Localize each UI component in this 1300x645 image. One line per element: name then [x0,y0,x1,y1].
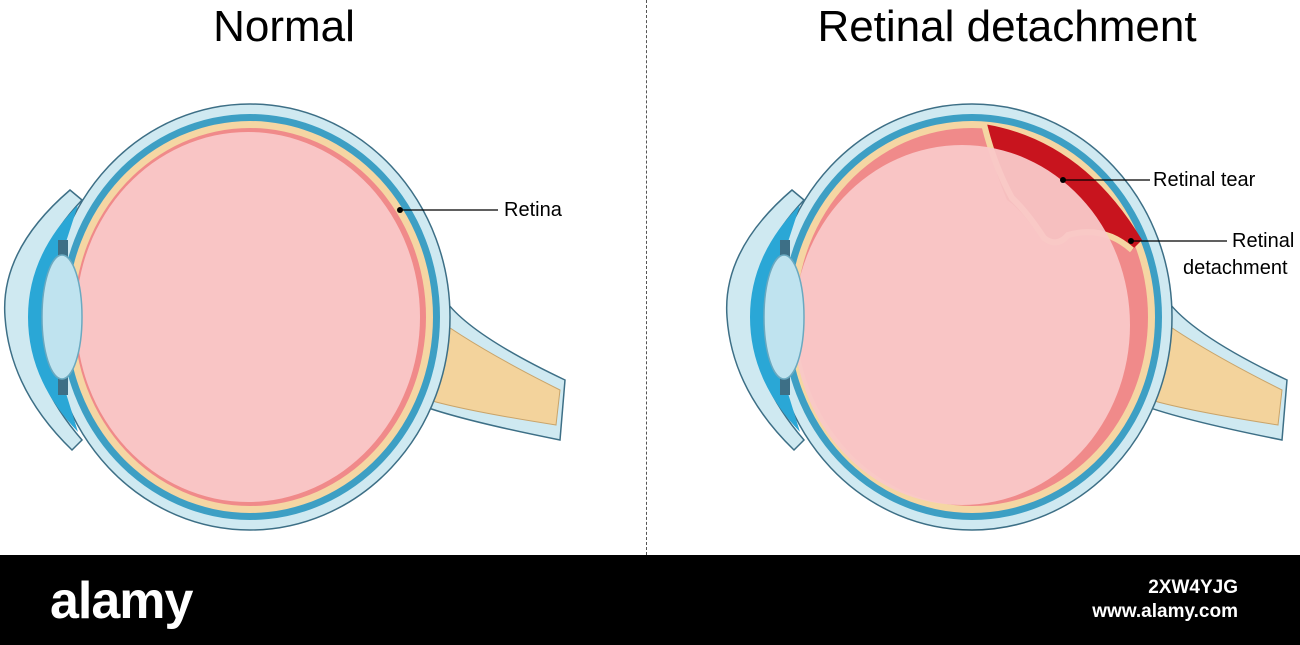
vitreous-body [76,132,420,502]
vitreous-body-right [794,145,1130,505]
optic-nerve-right [1143,309,1283,426]
label-retina: Retina [504,199,562,221]
lens [41,254,83,380]
normal-eye-diagram [3,103,566,531]
watermark-url: www.alamy.com [1092,601,1238,622]
label-retinal-detachment-line1: Retinal [1232,230,1295,252]
watermark-footer: alamy 2XW4YJG www.alamy.com [0,555,1300,645]
panel-divider [646,0,647,555]
optic-nerve [421,309,561,426]
image-id: 2XW4YJG [1148,577,1238,598]
alamy-logo: alamy [50,572,193,630]
label-retinal-detachment-line2: detachment [1183,257,1288,279]
label-retinal-tear: Retinal tear [1153,169,1256,191]
lens-right [763,254,805,380]
panel-title-retinal-detachment: Retinal detachment [817,2,1197,51]
panel-title-normal: Normal [213,2,355,51]
anterior-chamber [28,205,78,432]
detached-eye-diagram [725,103,1288,531]
anterior-chamber-right [750,205,800,432]
